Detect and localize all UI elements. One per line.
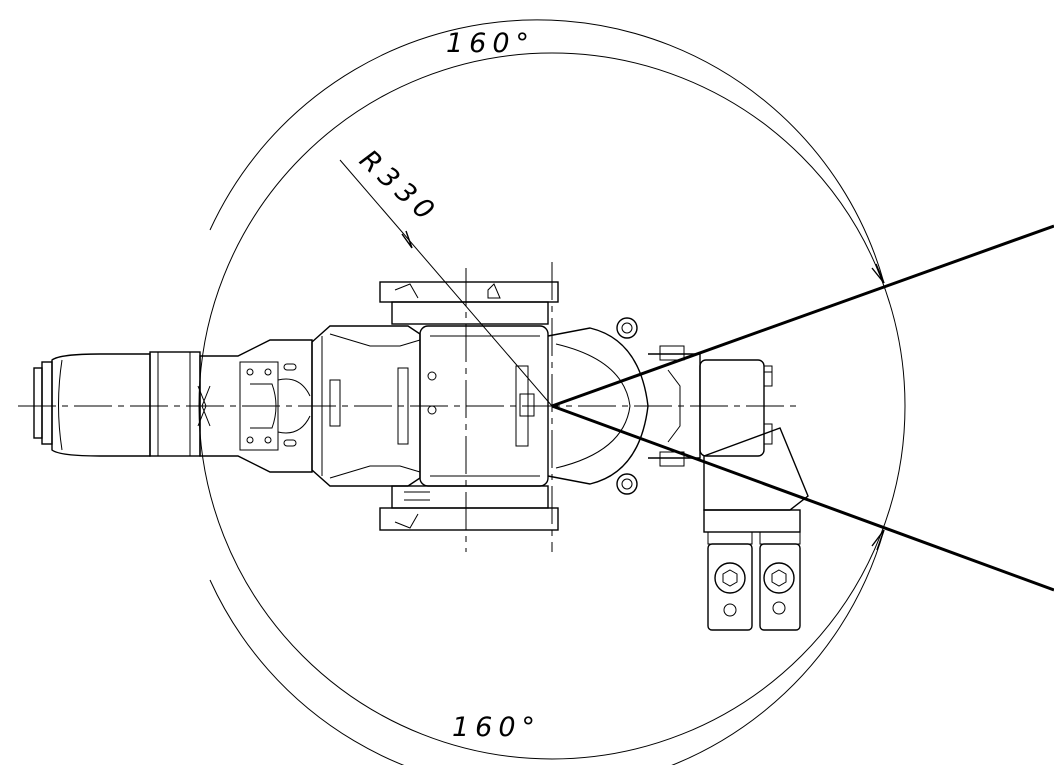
- motor: [699, 359, 773, 457]
- upper-angle-label: 160°: [446, 28, 535, 59]
- upper-angle-arc: [209, 19, 885, 284]
- lower-angle-label: 160°: [452, 712, 541, 743]
- upper-arm-body: [311, 325, 421, 487]
- range-limit-upper: [551, 224, 1054, 408]
- connector-housing: [703, 427, 809, 545]
- cable-connectors: [707, 543, 801, 631]
- forearm: [199, 339, 313, 473]
- upper-arrow: [871, 263, 885, 284]
- wrist-flange: [33, 351, 211, 457]
- lower-angle-arc: [209, 529, 885, 765]
- central-body: [379, 281, 559, 531]
- radius-label: R330: [353, 144, 444, 230]
- range-limit-lower: [551, 404, 1054, 592]
- base-column: [547, 317, 701, 495]
- radius-leader: [339, 159, 553, 407]
- lower-arrow: [871, 529, 885, 551]
- radius-arrow: [401, 230, 413, 249]
